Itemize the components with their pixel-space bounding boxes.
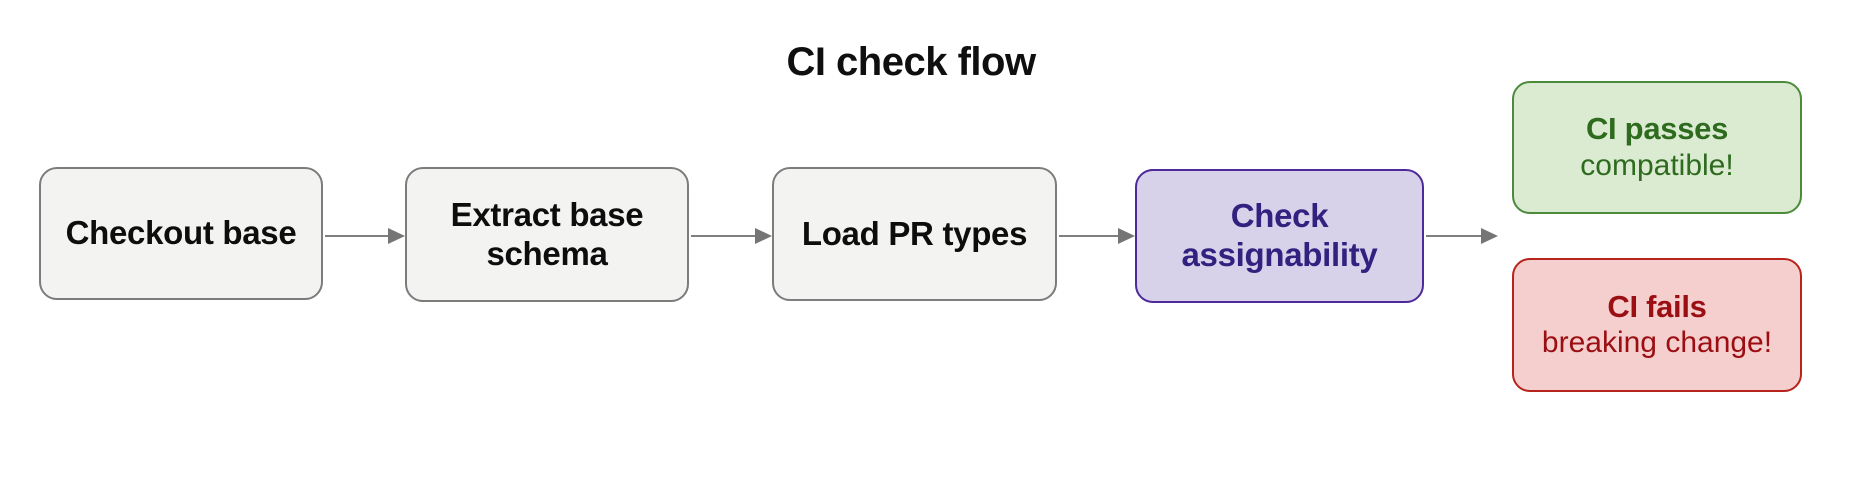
flow-arrow-4: [1426, 228, 1498, 244]
outcome-label: CI passes: [1585, 111, 1729, 147]
outcome-ci-fails: CI fails breaking change!: [1512, 258, 1802, 392]
arrow-shaft: [1059, 235, 1121, 237]
arrow-right-icon: [1118, 228, 1135, 244]
diagram-title: CI check flow: [786, 40, 1036, 84]
arrow-right-icon: [755, 228, 772, 244]
arrow-shaft: [691, 235, 758, 237]
arrow-right-icon: [1481, 228, 1498, 244]
flow-arrow-3: [1059, 228, 1135, 244]
outcome-sublabel: breaking change!: [1541, 326, 1773, 360]
outcome-sublabel: compatible!: [1580, 148, 1734, 182]
step-label: Check assignability: [1181, 197, 1378, 273]
step-label: Extract base schema: [450, 195, 644, 272]
arrow-right-icon: [388, 228, 405, 244]
step-checkout-base: Checkout base: [39, 167, 323, 300]
flow-arrow-2: [691, 228, 772, 244]
arrow-shaft: [1426, 235, 1484, 237]
outcome-ci-passes: CI passes compatible!: [1512, 81, 1802, 214]
flow-arrow-1: [325, 228, 405, 244]
arrow-shaft: [325, 235, 391, 237]
outcome-label: CI fails: [1607, 288, 1707, 324]
step-extract-base-schema: Extract base schema: [405, 167, 689, 302]
step-label: Checkout base: [65, 214, 297, 252]
step-label: Load PR types: [801, 214, 1028, 252]
step-load-pr-types: Load PR types: [772, 167, 1057, 301]
step-check-assignability: Check assignability: [1135, 169, 1424, 303]
